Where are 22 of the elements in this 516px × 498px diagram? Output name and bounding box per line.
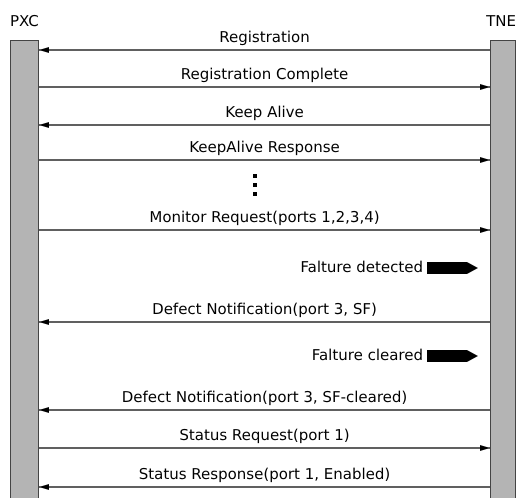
edge-label: Keep Alive [225, 103, 304, 121]
edge-label: Status Response(port 1, Enabled) [138, 465, 390, 483]
edge-label: Status Request(port 1) [179, 426, 350, 444]
edge-label: Defect Notification(port 3, SF) [152, 300, 377, 318]
event-label: Falture cleared [312, 346, 423, 364]
message-arrow [39, 227, 490, 233]
message-arrow [39, 407, 490, 413]
message-arrow [39, 122, 490, 128]
message-arrow [39, 445, 490, 451]
edge-label: Registration Complete [180, 65, 348, 83]
edge-label: Defect Notification(port 3, SF-cleared) [122, 388, 408, 406]
message-arrow [39, 84, 490, 90]
edge-label: KeepAlive Response [189, 138, 340, 156]
message-arrow [39, 319, 490, 325]
lifeline-label: PXC [10, 12, 39, 30]
edge-label: Registration [219, 28, 310, 46]
message-arrow [39, 47, 490, 53]
event-label: Falture detected [300, 258, 423, 276]
message-arrow [39, 484, 490, 490]
lifeline-label: TNE [486, 12, 516, 30]
edge-label: Monitor Request(ports 1,2,3,4) [149, 208, 380, 226]
message-arrow [39, 157, 490, 163]
